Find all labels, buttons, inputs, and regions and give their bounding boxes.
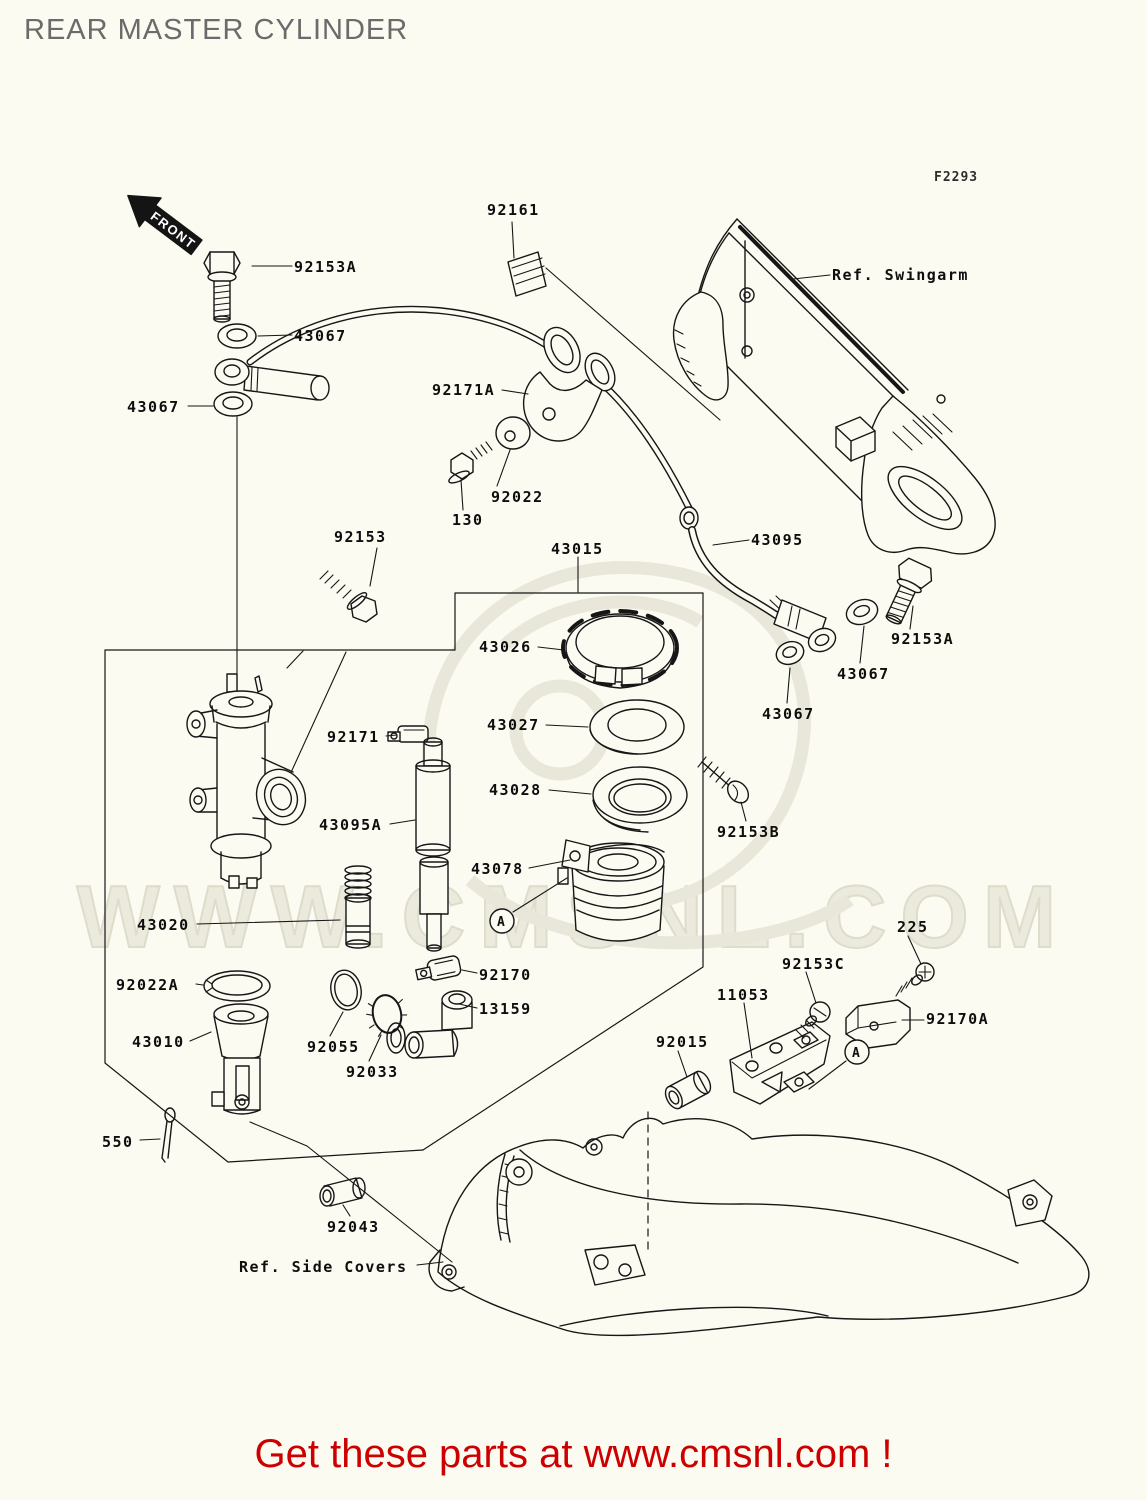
piston-assembly-43020 (344, 865, 372, 949)
part-label-92022: 92022 (491, 488, 544, 506)
banjo-bolt-92153A-left (203, 251, 241, 323)
part-label-43067: 43067 (294, 327, 347, 345)
part-label-92043: 92043 (327, 1218, 380, 1236)
screw-92153C (795, 1001, 831, 1039)
leader-lines (139, 265, 925, 1266)
part-label-92153A: 92153A (891, 630, 955, 648)
front-arrow: FRONT (127, 194, 203, 256)
part-label-92171A: 92171A (432, 381, 496, 399)
part-label-43078: 43078 (471, 860, 524, 878)
svg-text:A: A (497, 915, 505, 930)
reservoir-hose-43095A (415, 737, 451, 952)
washer-43067-lowright (775, 640, 805, 666)
ref-label-side-covers: Ref. Side Covers (239, 1258, 408, 1276)
part-label-43067: 43067 (762, 705, 815, 723)
clamp-92171 (387, 725, 429, 743)
part-label-43067: 43067 (837, 665, 890, 683)
part-label-550: 550 (102, 1133, 134, 1151)
washer-92022 (495, 416, 531, 450)
front-arrow-label: FRONT (148, 209, 199, 252)
bracket-11053 (729, 1021, 831, 1105)
washer-43067-top (217, 323, 257, 349)
washer-43067-left (213, 391, 253, 417)
part-label-92161: 92161 (487, 201, 540, 219)
part-label-43010: 43010 (132, 1033, 185, 1051)
screw-225 (895, 962, 935, 997)
part-label-43026: 43026 (479, 638, 532, 656)
diaphragm-plate-43027 (589, 699, 685, 755)
banjo-bolt-92153A-right (885, 557, 933, 625)
part-label-92055: 92055 (307, 1038, 360, 1056)
part-label-92170A: 92170A (926, 1010, 990, 1028)
clip-92170A (845, 999, 911, 1049)
part-label-92170: 92170 (479, 966, 532, 984)
reservoir-cap-43026 (561, 609, 679, 689)
part-label-92033: 92033 (346, 1063, 399, 1081)
reservoir-43078 (557, 839, 665, 942)
side-covers-drawing (249, 1111, 1090, 1337)
collar-92015 (664, 1070, 712, 1110)
cotter-pin-550 (161, 1107, 176, 1163)
pin-92043 (319, 1177, 366, 1207)
bolt-130 (448, 441, 493, 484)
part-label-92153: 92153 (334, 528, 387, 546)
hose-bracket-92171A (522, 326, 616, 442)
clamp-92170 (415, 955, 462, 981)
part-label-13159: 13159 (479, 1000, 532, 1018)
elbow-joint-13159 (386, 990, 473, 1059)
part-label-130: 130 (452, 511, 484, 529)
brake-line-fitting (214, 358, 330, 401)
detail-marker-a1: A (489, 877, 568, 934)
part-label-43028: 43028 (489, 781, 542, 799)
page-title: REAR MASTER CYLINDER (24, 14, 409, 46)
part-label-225: 225 (897, 918, 929, 936)
brake-hose-43095 (679, 506, 837, 653)
part-label-11053: 11053 (717, 986, 770, 1004)
part-label-92022A: 92022A (116, 976, 180, 994)
part-label-92153A: 92153A (294, 258, 358, 276)
assembly-outline (104, 592, 704, 1163)
part-label-43067: 43067 (127, 398, 180, 416)
screw-92153B (697, 756, 750, 804)
part-label-92153B: 92153B (717, 823, 781, 841)
part-label-92171: 92171 (327, 728, 380, 746)
ref-label-swingarm: Ref. Swingarm (832, 266, 969, 284)
part-label-43095A: 43095A (319, 816, 383, 834)
part-label-92153C: 92153C (782, 955, 846, 973)
washer-43067-midright (845, 598, 879, 626)
part-label-43027: 43027 (487, 716, 540, 734)
o-ring-92055 (330, 969, 362, 1011)
part-label-43020: 43020 (137, 916, 190, 934)
figure-code: F2293 (934, 170, 979, 185)
master-cylinder-body (186, 673, 307, 889)
diaphragm-43028 (592, 766, 688, 833)
detail-marker-a2: A (808, 1039, 870, 1090)
ring-92022A (203, 970, 271, 1002)
svg-text:A: A (852, 1046, 860, 1061)
part-label-43095: 43095 (751, 531, 804, 549)
part-label-92015: 92015 (656, 1033, 709, 1051)
damper-pad-92161 (507, 221, 721, 421)
bolt-92153 (319, 570, 378, 623)
pushrod-43010 (211, 1003, 269, 1115)
promo-banner: Get these parts at www.cmsnl.com ! (254, 1432, 893, 1476)
circlip-92033 (366, 994, 408, 1037)
part-label-43015: 43015 (551, 540, 604, 558)
swingarm-drawing (672, 218, 996, 555)
